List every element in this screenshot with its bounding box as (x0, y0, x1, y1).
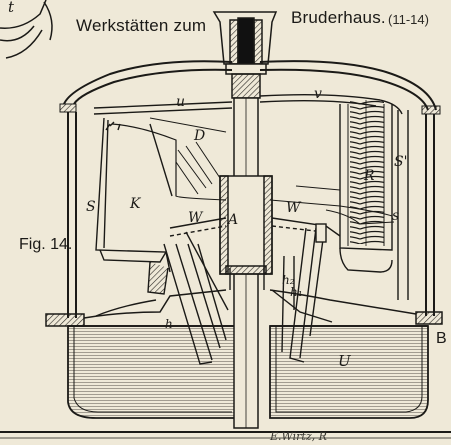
label-D: D (193, 128, 205, 144)
label-W-left: W (188, 210, 204, 226)
label-u: u (176, 94, 185, 110)
label-S-left: S (86, 199, 96, 215)
header-right: Bruderhaus. (291, 8, 386, 27)
part-labels: u v D S K W A W R S' s h h₁ h₂ U (86, 86, 407, 370)
outer-casing (59, 60, 441, 318)
label-K: K (129, 196, 142, 212)
label-h1: h₁ (290, 285, 303, 299)
label-v: v (314, 86, 322, 102)
top-plate (93, 93, 403, 133)
header-left: Werkstätten zum (76, 16, 207, 35)
corner-fragment (0, 0, 53, 59)
label-S-right: S' (394, 154, 407, 170)
label-s: s (392, 208, 399, 224)
central-shaft (219, 97, 273, 429)
firebox (95, 117, 227, 295)
signature: E.Wirtz, R (270, 430, 327, 443)
label-W-right: W (286, 200, 302, 216)
corner-letter: t (8, 0, 15, 16)
side-letter: B (436, 330, 447, 347)
exhaust-pipe (212, 11, 278, 99)
coil-chamber (269, 100, 409, 300)
figure-label: Fig. 14. (19, 236, 73, 253)
label-h2: h₂ (282, 273, 295, 287)
ground (0, 431, 451, 439)
label-R: R (363, 168, 375, 184)
header-number: (11-14) (388, 12, 429, 27)
draught-tubes-left (163, 217, 229, 365)
base-flange (45, 289, 443, 327)
label-A: A (226, 212, 238, 228)
inner-bowl (95, 268, 333, 323)
label-h: h (165, 317, 173, 331)
draught-tubes-right (271, 217, 341, 363)
label-U: U (338, 352, 352, 370)
